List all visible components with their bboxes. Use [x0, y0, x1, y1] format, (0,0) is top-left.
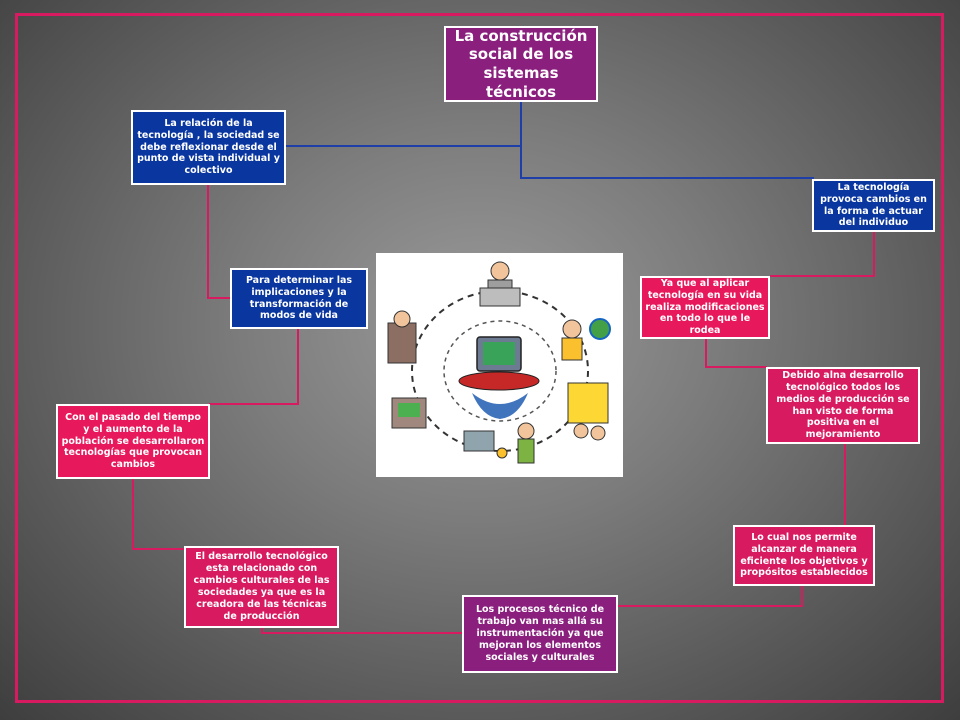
technology-cycle-clipart [376, 253, 623, 477]
connector-title-relacion [285, 100, 522, 147]
slide-frame [15, 13, 944, 703]
connector-desarrollo-aplicar [705, 338, 767, 368]
connector-pasado-relacionado [132, 478, 186, 550]
connector-procesos-permite [617, 584, 803, 607]
node-determinar: Para determinar las implicaciones y la t… [230, 268, 368, 329]
node-procesos: Los procesos técnico de trabajo van mas … [462, 595, 618, 673]
connector-relacionado-procesos [261, 627, 464, 634]
connector-determinar-pasado [209, 329, 299, 405]
node-relacion: La relación de la tecnología , la socied… [131, 110, 286, 185]
title-text: La construcción social de los sistemas t… [454, 26, 588, 101]
technology-cycle-illustration [387, 261, 611, 464]
node-permite: Lo cual nos permite alcanzar de manera e… [733, 525, 875, 586]
node-desarrollo-text: Debido alna desarrollo tecnológico todos… [776, 369, 910, 441]
node-relacion-text: La relación de la tecnología , la socied… [137, 117, 280, 177]
node-pasado-text: Con el pasado del tiempo y el aumento de… [61, 411, 205, 471]
node-permite-text: Lo cual nos permite alcanzar de manera e… [740, 531, 868, 579]
node-provoca-text: La tecnología provoca cambios en la form… [820, 181, 927, 229]
connector-aplicar-provoca [770, 231, 875, 277]
node-relacionado: El desarrollo tecnológico esta relaciona… [184, 546, 339, 628]
node-procesos-text: Los procesos técnico de trabajo van mas … [475, 604, 605, 663]
node-pasado: Con el pasado del tiempo y el aumento de… [56, 404, 210, 479]
node-aplicar: Ya que al aplicar tecnología en su vida … [640, 276, 770, 339]
connector-relacion-determinar [207, 185, 231, 299]
node-determinar-text: Para determinar las implicaciones y la t… [245, 274, 353, 322]
node-desarrollo: Debido alna desarrollo tecnológico todos… [766, 367, 920, 444]
title-node: La construcción social de los sistemas t… [444, 26, 598, 102]
node-aplicar-text: Ya que al aplicar tecnología en su vida … [645, 277, 765, 337]
node-relacionado-text: El desarrollo tecnológico esta relaciona… [193, 551, 330, 622]
node-provoca: La tecnología provoca cambios en la form… [812, 179, 935, 232]
connector-title-provoca [520, 146, 814, 179]
